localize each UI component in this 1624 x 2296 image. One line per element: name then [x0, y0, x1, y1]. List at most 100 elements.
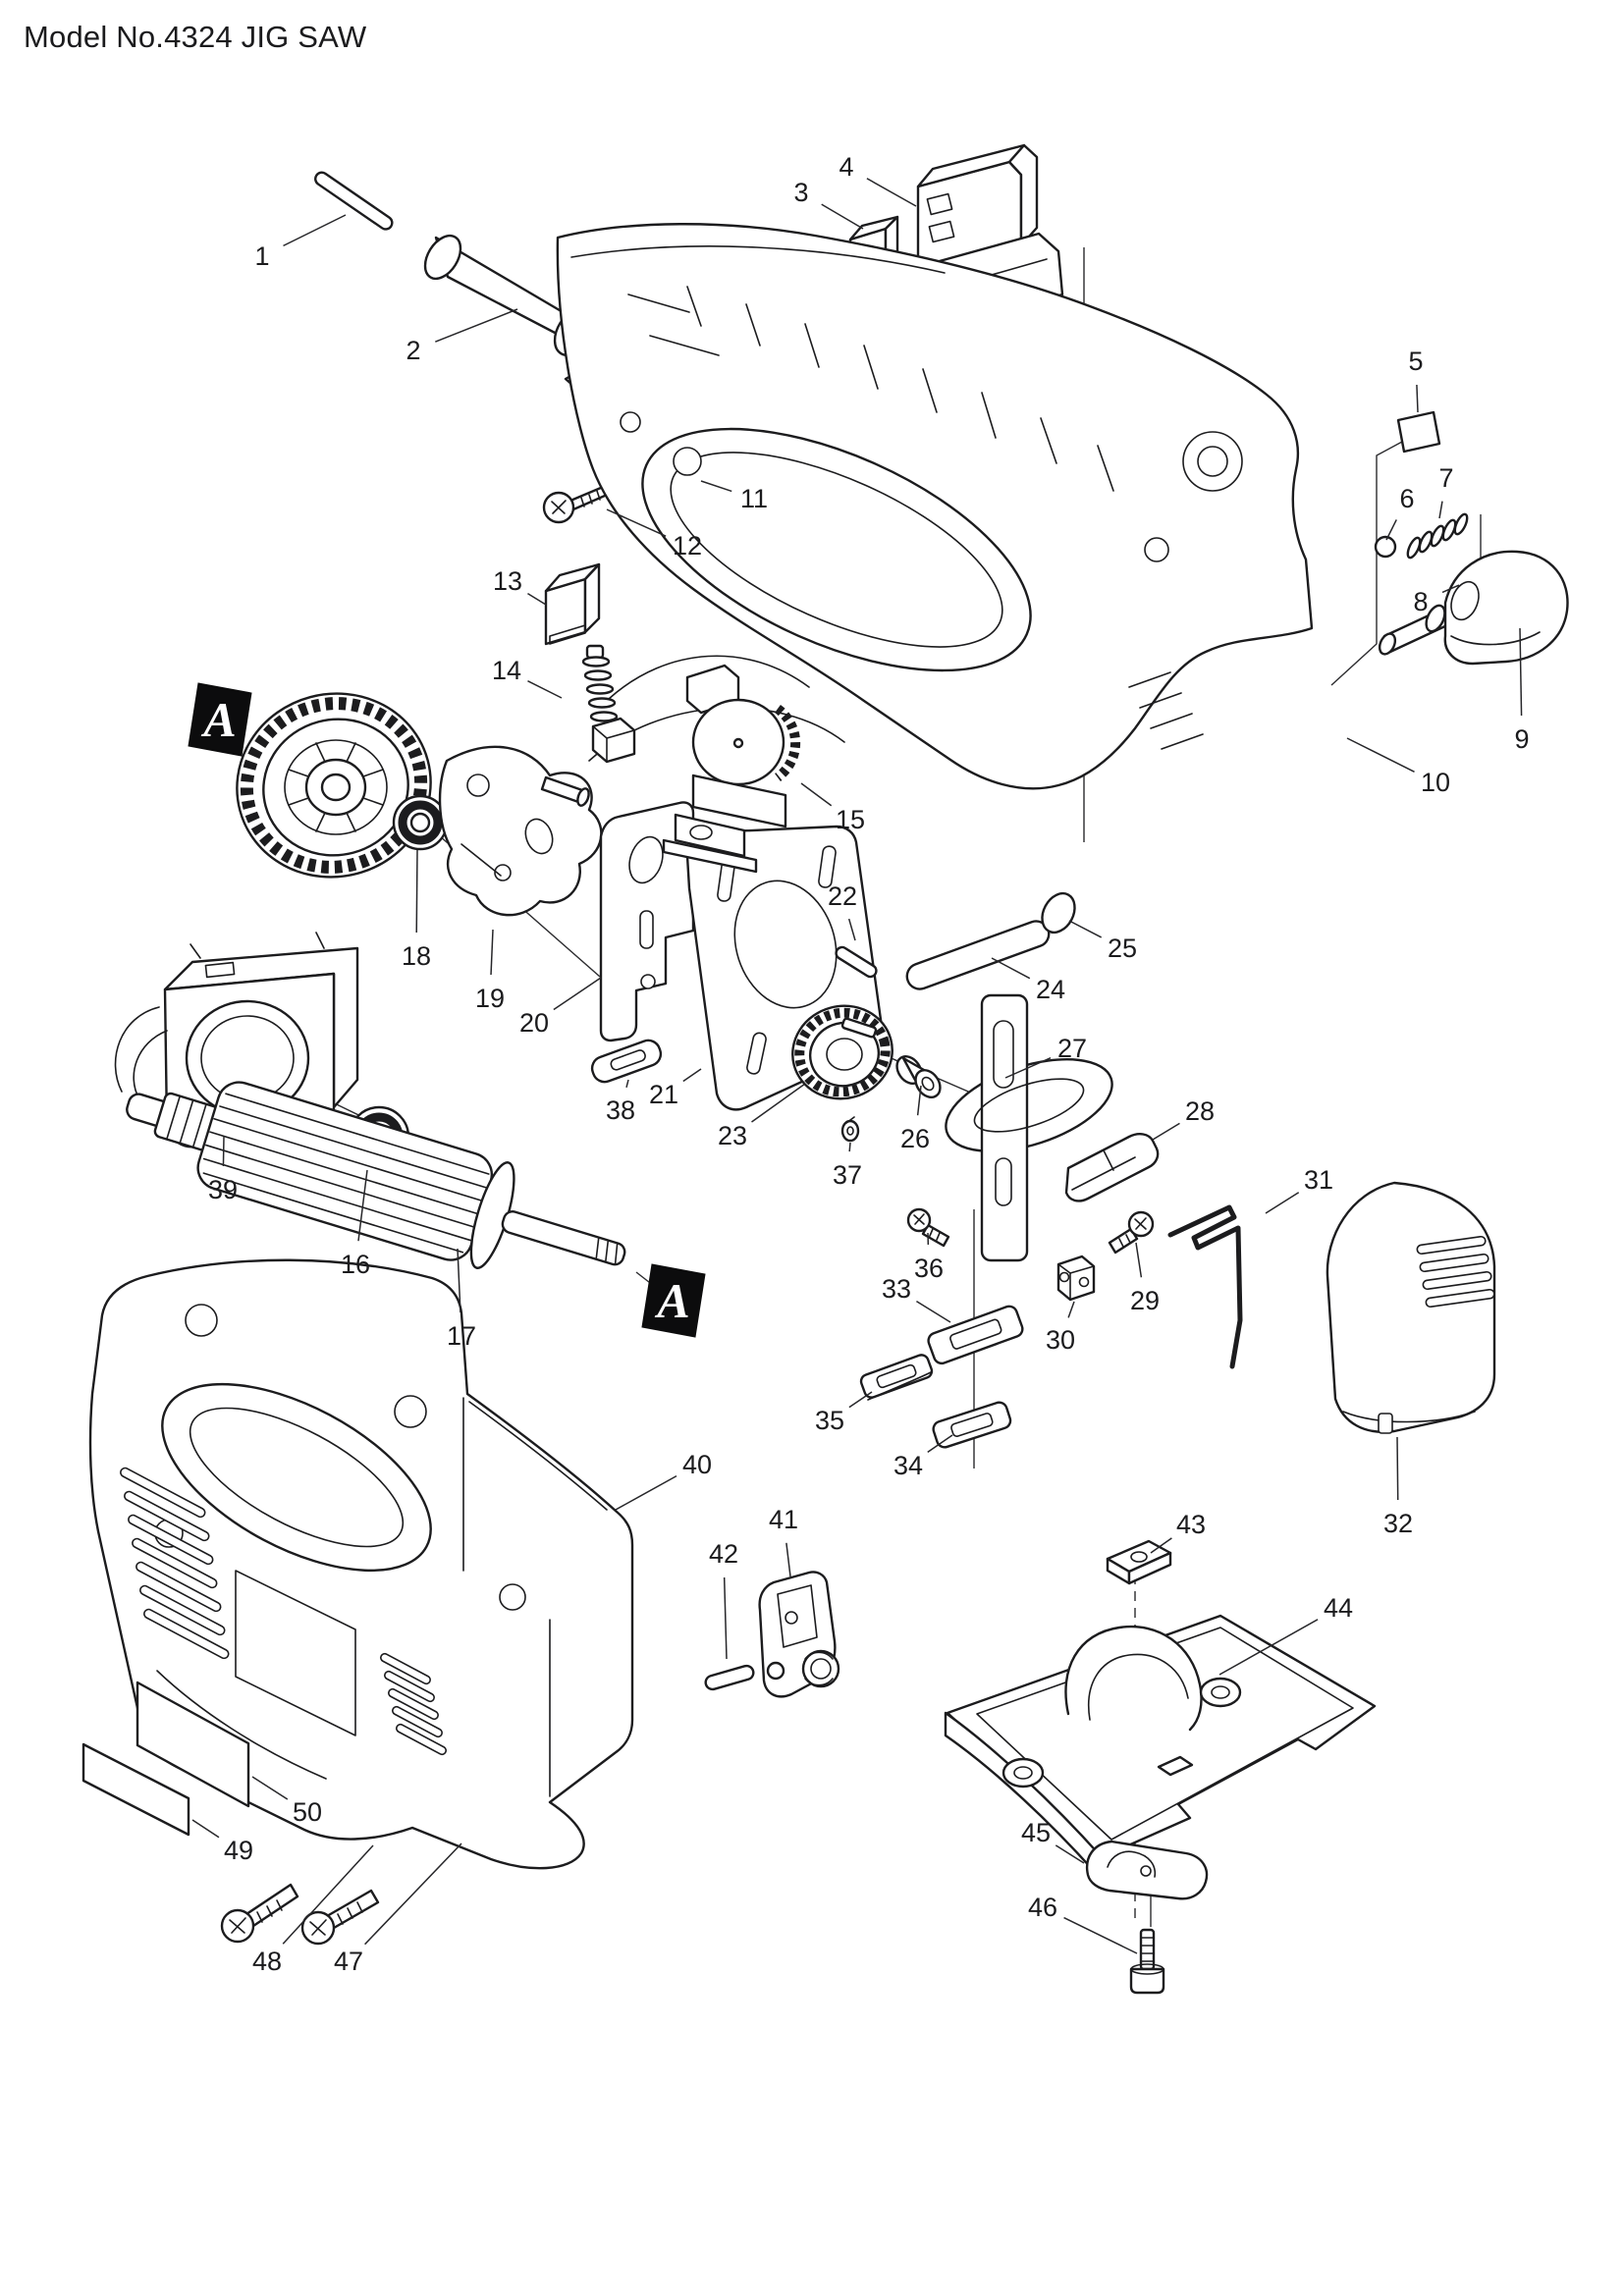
- callout-29: 29: [1130, 1242, 1160, 1315]
- leader-line-50: [251, 1776, 289, 1800]
- leader-line-48: [282, 1844, 374, 1945]
- leader-line-13: [527, 592, 547, 606]
- leader-line-19: [490, 929, 494, 976]
- callouts-layer: 1234567891011121314151617181920212223242…: [188, 152, 1530, 1976]
- callout-31: 31: [1265, 1165, 1333, 1214]
- callout-47: 47: [334, 1842, 462, 1976]
- callout-22: 22: [828, 881, 857, 941]
- part-carbon-brush: [581, 644, 636, 764]
- part-number-15: 15: [836, 805, 865, 834]
- page-title: Model No.4324 JIG SAW: [24, 20, 367, 54]
- part-number-48: 48: [252, 1947, 282, 1976]
- callout-45: 45: [1021, 1818, 1085, 1864]
- callout-3: 3: [793, 178, 864, 230]
- callout-10: 10: [1346, 737, 1450, 797]
- leader-line-9: [1519, 627, 1523, 717]
- part-pin: [314, 171, 394, 231]
- callout-41: 41: [769, 1505, 798, 1577]
- part-rod-24: [905, 920, 1051, 990]
- leader-line-21: [682, 1068, 702, 1083]
- part-number-6: 6: [1399, 484, 1414, 513]
- part-number-8: 8: [1413, 587, 1428, 616]
- part-number-13: 13: [493, 566, 522, 596]
- callout-24: 24: [991, 957, 1065, 1004]
- part-wedge-28: [1064, 1133, 1160, 1202]
- leader-line-38: [625, 1079, 629, 1088]
- leader-line-35: [848, 1391, 873, 1409]
- part-number-2: 2: [406, 336, 420, 365]
- part-counterweight: [662, 664, 801, 874]
- callout-20: 20: [519, 977, 602, 1038]
- leader-line-10: [1346, 737, 1415, 773]
- part-number-38: 38: [606, 1095, 635, 1125]
- callout-15: 15: [800, 782, 865, 834]
- part-number-1: 1: [254, 241, 269, 271]
- callout-30: 30: [1046, 1301, 1075, 1355]
- part-number-17: 17: [447, 1321, 476, 1351]
- part-number-10: 10: [1421, 768, 1450, 797]
- part-clip-38: [590, 1039, 663, 1084]
- callout-13: 13: [493, 566, 547, 606]
- leader-line-34: [927, 1434, 953, 1454]
- part-number-43: 43: [1176, 1510, 1206, 1539]
- part-number-19: 19: [475, 984, 505, 1013]
- leader-line-32: [1396, 1436, 1399, 1501]
- leader-line-16: [357, 1169, 368, 1242]
- part-number-30: 30: [1046, 1325, 1075, 1355]
- part-number-40: 40: [682, 1450, 712, 1479]
- leader-line-14: [527, 680, 563, 699]
- part-blade-cover: [1326, 1181, 1496, 1434]
- part-holder-33: [927, 1305, 1024, 1365]
- callout-4: 4: [839, 152, 917, 207]
- callout-8: 8: [1413, 584, 1460, 616]
- part-number-9: 9: [1514, 724, 1529, 754]
- callout-42: 42: [709, 1539, 738, 1660]
- part-plate-34: [932, 1401, 1012, 1449]
- part-screw-29: [1108, 1210, 1155, 1255]
- callout-40: 40: [615, 1450, 712, 1511]
- part-number-42: 42: [709, 1539, 738, 1569]
- callout-16: 16: [341, 1169, 370, 1279]
- part-number-11: 11: [740, 484, 768, 513]
- leader-line-17: [457, 1248, 461, 1313]
- part-number-12: 12: [673, 531, 702, 561]
- part-helical-gear: [236, 692, 432, 879]
- leader-line-20: [553, 977, 602, 1011]
- part-name-plate: [135, 1681, 250, 1808]
- callout-39: 39: [208, 1136, 238, 1204]
- part-number-39: 39: [208, 1175, 238, 1204]
- callout-44: 44: [1218, 1593, 1353, 1676]
- part-base: [944, 1614, 1377, 1882]
- part-number-21: 21: [649, 1080, 678, 1109]
- callout-28: 28: [1152, 1096, 1215, 1141]
- leader-line-4: [866, 178, 917, 207]
- leader-line-27: [1004, 1057, 1052, 1079]
- part-motor-housing: [88, 1258, 634, 1870]
- callout-18: 18: [402, 849, 431, 971]
- part-crank-bracket: [438, 745, 603, 917]
- part-number-35: 35: [815, 1406, 844, 1435]
- part-number-29: 29: [1130, 1286, 1160, 1315]
- leader-line-23: [751, 1083, 806, 1123]
- part-number-27: 27: [1057, 1034, 1087, 1063]
- callout-37: 37: [833, 1142, 862, 1190]
- leader-line-41: [785, 1542, 791, 1577]
- callout-17: 17: [447, 1248, 476, 1351]
- view-marker-box: [188, 682, 252, 757]
- leader-line-15: [800, 782, 833, 807]
- leader-line-24: [991, 957, 1031, 980]
- leader-line-37: [848, 1142, 851, 1152]
- part-screw-36: [906, 1207, 950, 1248]
- part-block-30: [1056, 1255, 1096, 1302]
- callout-27: 27: [1004, 1034, 1087, 1079]
- callout-35: 35: [815, 1391, 873, 1435]
- view-marker-letter: A: [200, 692, 236, 747]
- leader-line-26: [916, 1085, 922, 1116]
- view-marker-A-2: A: [641, 1263, 706, 1338]
- part-number-25: 25: [1108, 934, 1137, 963]
- callout-36: 36: [914, 1232, 944, 1283]
- part-number-22: 22: [828, 881, 857, 911]
- part-slider-plate: [599, 801, 695, 1042]
- leader-line-45: [1055, 1844, 1085, 1864]
